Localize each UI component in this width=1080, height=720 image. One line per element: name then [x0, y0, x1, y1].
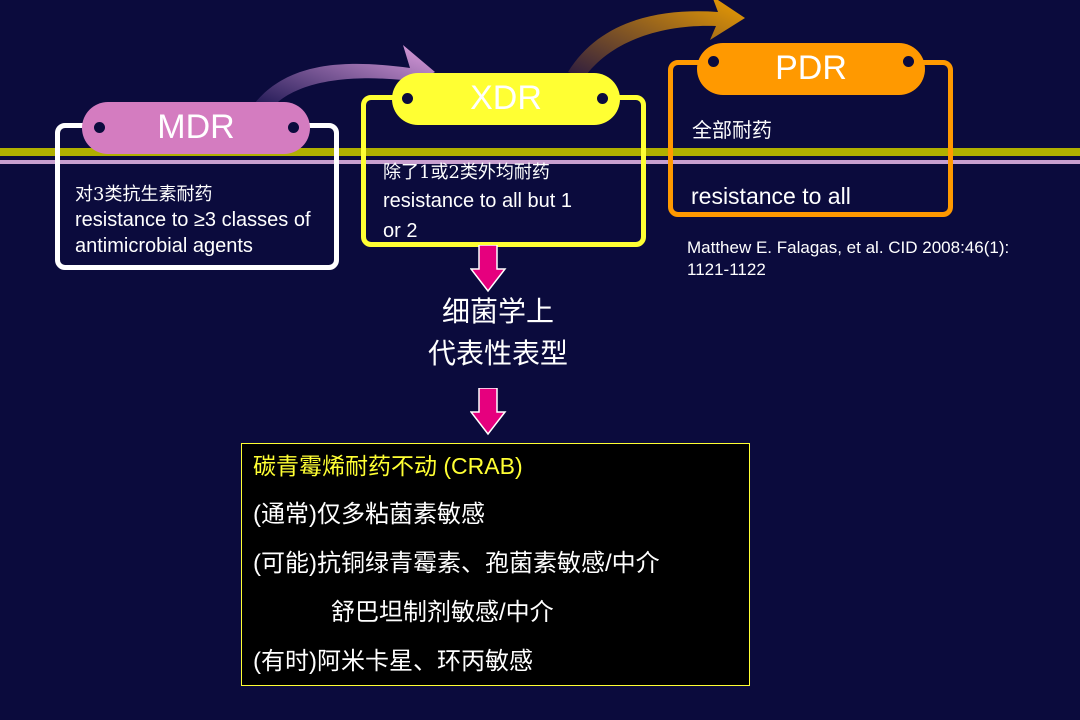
pdr-pill: PDR	[697, 43, 925, 95]
pdr-desc-cn: 全部耐药	[692, 118, 772, 142]
phenotype-line-2: 代表性表型	[427, 338, 568, 369]
down-arrow-2	[470, 388, 507, 436]
pdr-label: PDR	[775, 49, 847, 87]
xdr-desc-cn: 除了1或2类外均耐药	[383, 162, 550, 183]
xdr-left-dot	[402, 93, 413, 104]
mdr-right-dot	[288, 122, 299, 133]
mdr-pill: MDR	[82, 102, 310, 154]
down-arrow-1	[470, 245, 507, 293]
pdr-desc-en: resistance to all	[691, 183, 851, 209]
xdr-label: XDR	[470, 79, 542, 117]
mdr-desc-en-2: antimicrobial agents	[75, 235, 253, 257]
xdr-desc-en-2: or 2	[383, 220, 418, 242]
mdr-to-xdr-arrow	[255, 45, 435, 110]
crab-item-1: (通常)仅多粘菌素敏感	[253, 501, 485, 528]
mdr-label: MDR	[157, 108, 235, 146]
pdr-right-dot	[903, 56, 914, 67]
crab-title: 碳青霉烯耐药不动 (CRAB)	[253, 453, 523, 479]
lavender-horizontal-line	[0, 160, 1080, 164]
crab-item-2: (可能)抗铜绿青霉素、孢菌素敏感/中介	[253, 550, 660, 577]
crab-box	[241, 443, 750, 686]
xdr-pill: XDR	[392, 73, 620, 125]
citation-line-1: Matthew E. Falagas, et al. CID 2008:46(1…	[687, 238, 1010, 257]
phenotype-line-1: 细菌学上	[441, 296, 554, 327]
xdr-desc-en-1: resistance to all but 1	[383, 190, 572, 212]
pdr-left-dot	[708, 56, 719, 67]
mdr-left-dot	[94, 122, 105, 133]
xdr-right-dot	[597, 93, 608, 104]
mdr-desc-cn: 对3类抗生素耐药	[75, 184, 213, 205]
citation-line-2: 1121-1122	[687, 260, 766, 279]
crab-item-3: 舒巴坦制剂敏感/中介	[331, 599, 554, 626]
mdr-desc-en-1: resistance to ≥3 classes of	[75, 209, 311, 231]
olive-horizontal-line	[0, 148, 1080, 156]
xdr-to-pdr-arrow	[568, 0, 745, 78]
crab-item-4: (有时)阿米卡星、环丙敏感	[253, 648, 533, 675]
